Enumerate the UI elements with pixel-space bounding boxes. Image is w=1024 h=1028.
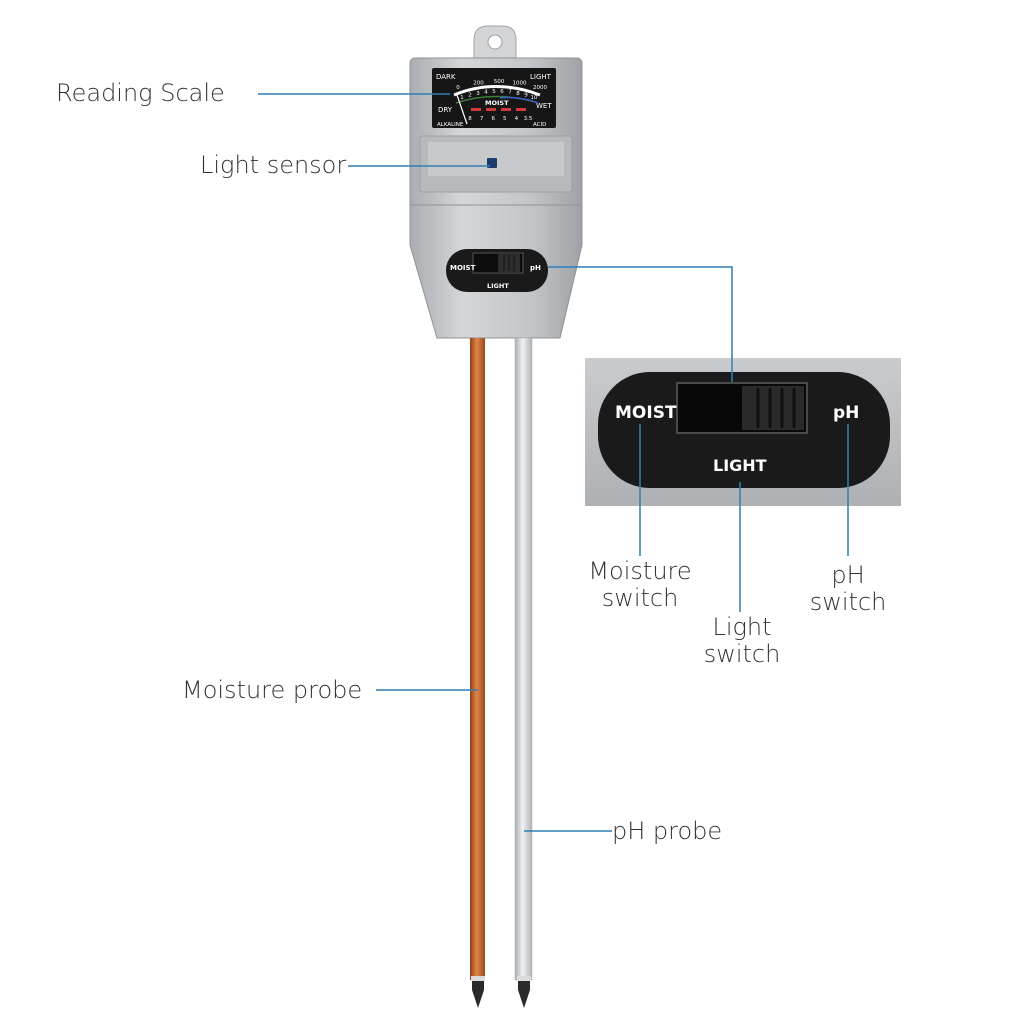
ph-scale-tick-label: 4 <box>515 116 519 122</box>
moist-scale-tick-label: 2 <box>468 93 472 99</box>
moist-scale-tick-label: 8 <box>516 91 520 97</box>
moist-scale-tick-label: 1 <box>460 95 464 101</box>
ph-scale-tick-label: 6 <box>491 116 495 122</box>
light-scale-tick-label: 200 <box>473 81 484 87</box>
moist-scale-arc-blue <box>499 96 539 104</box>
ph-probe-tip <box>518 978 530 1008</box>
light-switch-callout: Light switch <box>683 614 801 668</box>
switch-slider-ridges <box>503 255 515 271</box>
moist-scale-tick-label: 5 <box>492 89 496 95</box>
light-switch-callout-line1: Light <box>712 613 772 641</box>
moist-scale-tick-label: 7 <box>508 90 512 96</box>
switch-ph-label: pH <box>530 264 541 272</box>
moist-scale-tick-label: 10 <box>531 95 538 101</box>
leader-lines <box>258 93 849 832</box>
ph-probe <box>514 337 533 981</box>
moisture-switch-callout-line2: switch <box>601 584 679 612</box>
zoom-moist-label: MOIST <box>615 403 677 423</box>
zoom-ph-label: pH <box>833 403 859 423</box>
meter-light-label: LIGHT <box>530 73 552 81</box>
light-scale-tick-label: 500 <box>494 79 505 85</box>
zoom-switch-ridges <box>756 388 796 428</box>
ph-switch-zoom-leader <box>548 266 733 382</box>
moist-scale-tick-label: 9 <box>524 93 528 99</box>
hanging-hole <box>487 34 503 50</box>
moisture-probe-callout: Moisture probe <box>182 676 363 704</box>
meter-dry-label: DRY <box>438 106 453 114</box>
ph-switch-callout-line1: pH <box>831 561 865 589</box>
ph-probe-callout: pH probe <box>612 817 723 845</box>
meter-moist-label: MOIST <box>485 99 509 107</box>
meter-acid-label: ACID <box>533 122 546 128</box>
moist-scale-tick-label: 6 <box>500 89 504 95</box>
moist-scale-tick-label: 3 <box>476 91 480 97</box>
light-scale-arc <box>453 85 541 97</box>
light-sensor-callout: Light sensor <box>200 151 347 179</box>
ph-scale-tick-label: 7 <box>480 116 484 122</box>
meter-alkaline-label: ALKALINE <box>437 122 464 128</box>
ph-switch-callout-line2: switch <box>809 588 887 616</box>
meter-face-text: DARK LIGHT DRY WET ALKALINE ACID MOIST <box>436 73 552 128</box>
moisture-probe <box>470 338 485 980</box>
light-switch-callout-line2: switch <box>703 640 781 668</box>
light-scale-tick-label: 1000 <box>513 81 527 87</box>
moisture-switch-callout-line1: Moisture <box>588 557 692 585</box>
switch-moist-label: MOIST <box>450 264 476 272</box>
ph-scale-tick-label: 8 <box>468 116 472 122</box>
moisture-switch-callout: Moisture switch <box>580 558 700 612</box>
meter-wet-label: WET <box>536 102 552 110</box>
moist-scale-tick-label: 4 <box>484 90 488 96</box>
ph-switch-callout: pH switch <box>789 562 907 616</box>
light-scale-tick-label: 2000 <box>533 85 547 91</box>
switch-light-label: LIGHT <box>487 282 509 290</box>
moisture-probe-tip <box>472 978 484 1008</box>
ph-scale-bars <box>471 108 526 111</box>
light-scale-tick-label: 0 <box>456 85 460 91</box>
ph-scale-tick-label: 5 <box>503 116 507 122</box>
meter-dark-label: DARK <box>436 73 456 81</box>
ph-scale-tick-label: 3.5 <box>524 116 533 122</box>
meter-needle <box>456 94 468 125</box>
zoom-light-label: LIGHT <box>713 456 767 475</box>
reading-scale-callout: Reading Scale <box>56 79 225 107</box>
